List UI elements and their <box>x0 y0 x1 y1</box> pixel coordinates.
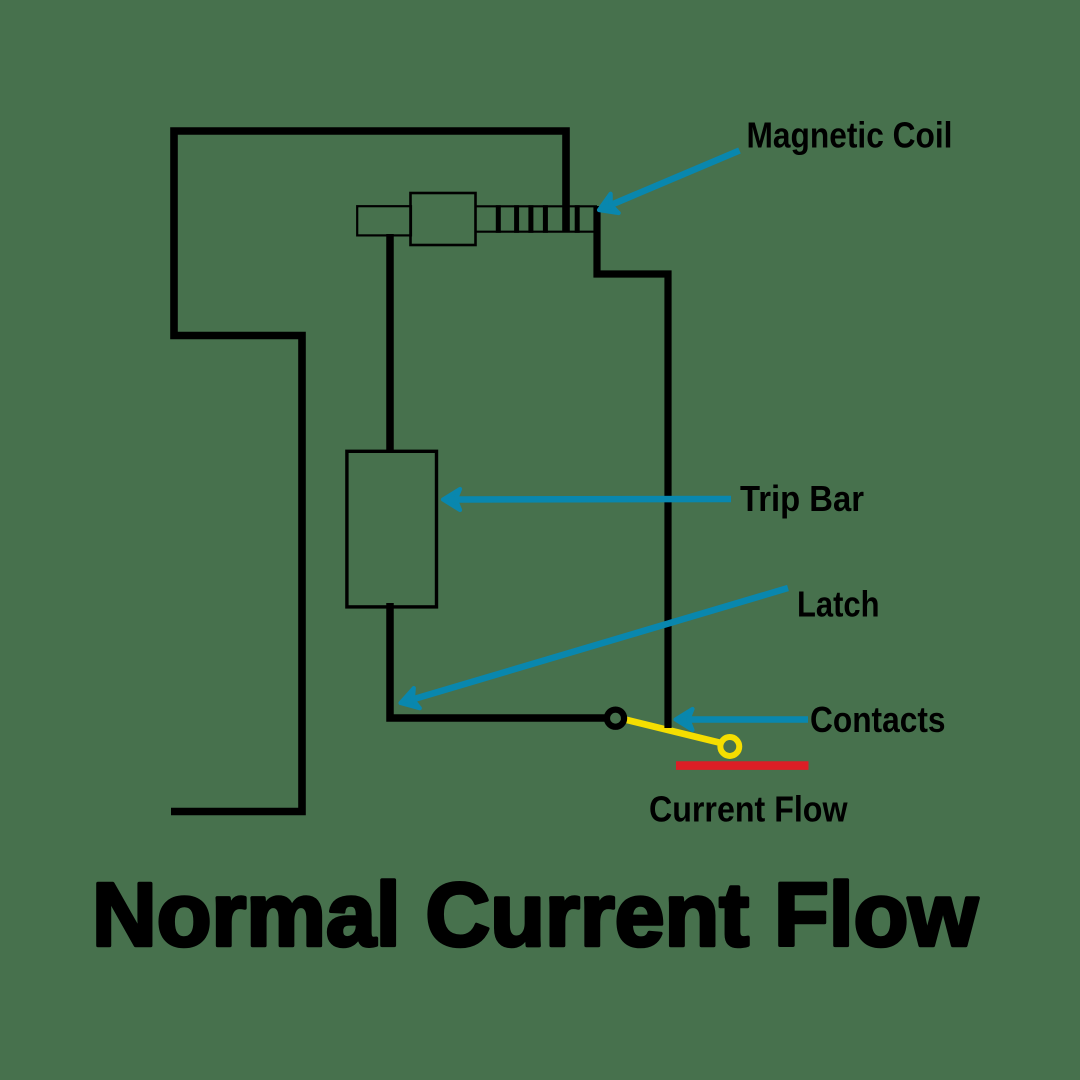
svg-text:Current Flow: Current Flow <box>649 789 848 830</box>
svg-text:Trip Bar: Trip Bar <box>740 478 864 519</box>
svg-text:Latch: Latch <box>797 584 880 625</box>
svg-text:Magnetic Coil: Magnetic Coil <box>747 115 953 156</box>
svg-text:Contacts: Contacts <box>810 699 946 740</box>
svg-text:Normal Current Flow: Normal Current Flow <box>92 866 979 966</box>
